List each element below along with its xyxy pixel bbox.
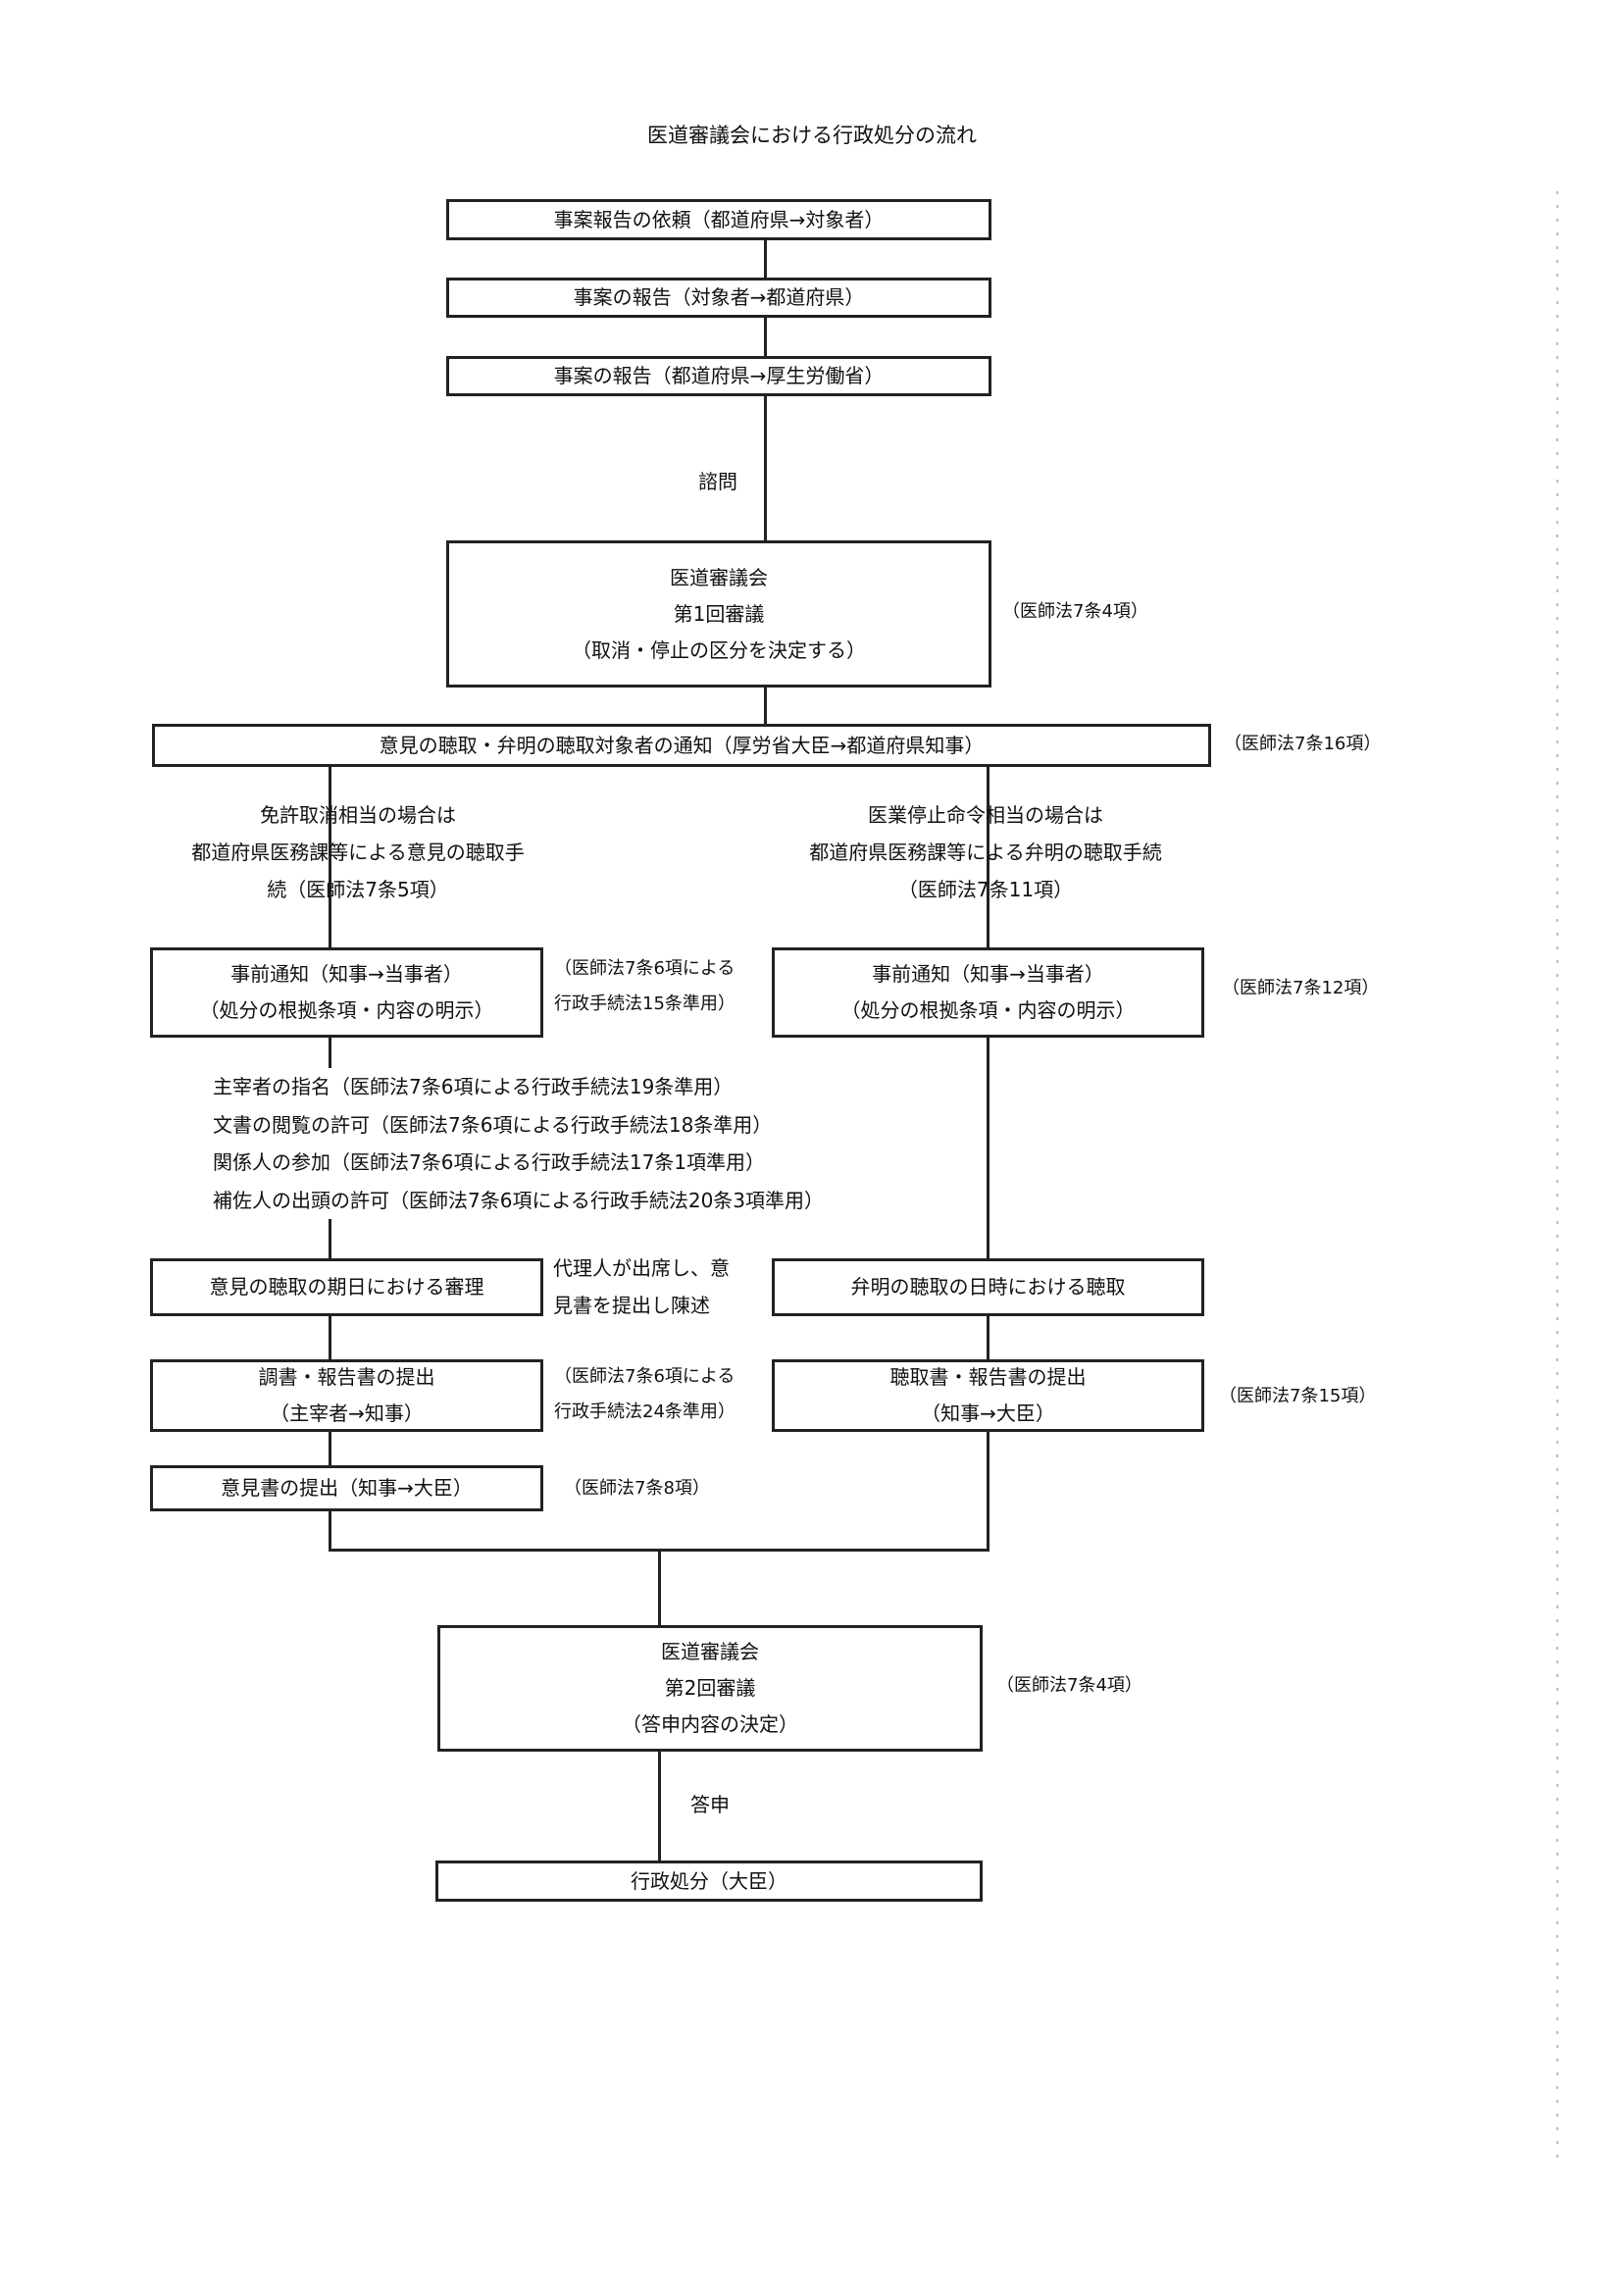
- step-report-request-label: 事案報告の依頼（都道府県→対象者）: [553, 207, 885, 231]
- right-record-submission: 聴取書・報告書の提出 （知事→大臣）: [772, 1359, 1204, 1432]
- council-second-note: （医師法7条4項）: [996, 1675, 1142, 1696]
- left-opinion-submission: 意見書の提出（知事→大臣）: [150, 1465, 543, 1511]
- council-second-review: 医道審議会 第2回審議 （答申内容の決定）: [437, 1625, 983, 1752]
- step-notification-label: 意見の聴取・弁明の聴取対象者の通知（厚労省大臣→都道府県知事）: [379, 733, 985, 757]
- connector-line: [987, 1036, 990, 1258]
- council-session: 第2回審議: [664, 1676, 756, 1700]
- left-record-line: （主宰者→知事）: [270, 1402, 424, 1425]
- step-report-to-ministry-label: 事案の報告（都道府県→厚生労働省）: [553, 364, 885, 387]
- right-branch-condition: 医業停止命令相当の場合は 都道府県医務課等による弁明の聴取手続 （医師法7条11…: [755, 796, 1216, 908]
- connector-line: [987, 765, 990, 949]
- left-record-line: 調書・報告書の提出: [258, 1365, 435, 1389]
- left-condition-line: 免許取消相当の場合は: [260, 803, 456, 827]
- step-report-to-ministry: 事案の報告（都道府県→厚生労働省）: [446, 356, 991, 396]
- right-record-line: 聴取書・報告書の提出: [889, 1365, 1087, 1389]
- procedure-item: 文書の閲覧の許可（医師法7条6項による行政手続法18条準用）: [213, 1112, 773, 1137]
- left-hearing: 意見の聴取の期日における審理: [150, 1258, 543, 1316]
- page-title: 医道審議会における行政処分の流れ: [647, 124, 977, 147]
- connector-line: [658, 1750, 661, 1861]
- right-record-note: （医師法7条15項）: [1219, 1386, 1377, 1406]
- right-prior-notice: 事前通知（知事→当事者） （処分の根拠条項・内容の明示）: [772, 947, 1204, 1038]
- note-line: 行政手続法24条準用）: [554, 1402, 736, 1422]
- council-name: 医道審議会: [661, 1640, 759, 1663]
- note-line: 代理人が出席し、意: [553, 1256, 730, 1280]
- council-name: 医道審議会: [670, 565, 768, 589]
- left-opinion-label: 意見書の提出（知事→大臣）: [221, 1476, 473, 1500]
- connector-line: [329, 1314, 331, 1359]
- left-opinion-note: （医師法7条8項）: [564, 1478, 710, 1499]
- step-notification: 意見の聴取・弁明の聴取対象者の通知（厚労省大臣→都道府県知事）: [152, 724, 1211, 767]
- left-prior-notice-note: （医師法7条6項による 行政手続法15条準用）: [554, 951, 736, 1022]
- council-purpose: （答申内容の決定）: [622, 1712, 798, 1736]
- connector-line: [329, 1430, 331, 1465]
- scan-edge-mark: [1556, 191, 1558, 2163]
- council-session: 第1回審議: [673, 601, 765, 626]
- right-prior-notice-note: （医師法7条12項）: [1222, 978, 1380, 998]
- right-prior-notice-line: （処分の根拠条項・内容の明示）: [840, 998, 1136, 1022]
- procedure-item: 関係人の参加（医師法7条6項による行政手続法17条1項準用）: [213, 1150, 766, 1174]
- left-record-submission: 調書・報告書の提出 （主宰者→知事）: [150, 1359, 543, 1432]
- left-condition-line: 続（医師法7条5項）: [267, 878, 449, 901]
- step-report-to-prefecture: 事案の報告（対象者→都道府県）: [446, 278, 991, 318]
- left-condition-line: 都道府県医務課等による意見の聴取手: [191, 841, 525, 864]
- left-prior-notice-line: 事前通知（知事→当事者）: [230, 962, 463, 986]
- left-hearing-note: 代理人が出席し、意 見書を提出し陳述: [553, 1249, 730, 1324]
- answer-label: 答申: [690, 1793, 730, 1816]
- connector-line: [987, 1314, 990, 1359]
- left-prior-notice: 事前通知（知事→当事者） （処分の根拠条項・内容の明示）: [150, 947, 543, 1038]
- left-hearing-label: 意見の聴取の期日における審理: [209, 1275, 484, 1299]
- left-prior-notice-line: （処分の根拠条項・内容の明示）: [199, 998, 494, 1022]
- right-condition-line: 都道府県医務課等による弁明の聴取手続: [809, 841, 1162, 864]
- connector-line: [658, 1549, 661, 1625]
- connector-line: [764, 686, 767, 725]
- right-hearing: 弁明の聴取の日時における聴取: [772, 1258, 1204, 1316]
- left-record-note: （医師法7条6項による 行政手続法24条準用）: [554, 1359, 736, 1430]
- note-line: （医師法7条6項による: [554, 958, 736, 979]
- note-line: （医師法7条6項による: [554, 1366, 736, 1387]
- council-first-review: 医道審議会 第1回審議 （取消・停止の区分を決定する）: [446, 540, 991, 688]
- step-report-request: 事案報告の依頼（都道府県→対象者）: [446, 199, 991, 240]
- connector-line: [987, 1430, 990, 1551]
- council-purpose: （取消・停止の区分を決定する）: [572, 637, 866, 662]
- step-report-to-prefecture-label: 事案の報告（対象者→都道府県）: [573, 285, 865, 309]
- final-disposition: 行政処分（大臣）: [435, 1861, 983, 1902]
- note-line: 見書を提出し陳述: [553, 1294, 710, 1317]
- note-line: 行政手続法15条準用）: [554, 994, 736, 1014]
- procedure-item: 主宰者の指名（医師法7条6項による行政手続法19条準用）: [213, 1075, 734, 1098]
- connector-line: [329, 1509, 331, 1551]
- right-record-line: （知事→大臣）: [921, 1402, 1055, 1425]
- hearing-procedures: 主宰者の指名（医師法7条6項による行政手続法19条準用） 文書の閲覧の許可（医師…: [209, 1068, 825, 1219]
- connector-line: [764, 316, 767, 358]
- right-condition-line: 医業停止命令相当の場合は: [868, 803, 1103, 827]
- consult-label: 諮問: [698, 470, 737, 493]
- left-branch-condition: 免許取消相当の場合は 都道府県医務課等による意見の聴取手 続（医師法7条5項）: [152, 796, 564, 908]
- connector-line: [764, 394, 767, 541]
- connector-line: [764, 238, 767, 278]
- council-first-note: （医師法7条4項）: [1002, 601, 1148, 622]
- final-disposition-label: 行政処分（大臣）: [631, 1868, 787, 1893]
- procedure-item: 補佐人の出頭の許可（医師法7条6項による行政手続法20条3項準用）: [213, 1188, 825, 1212]
- notification-note: （医師法7条16項）: [1224, 734, 1382, 754]
- connector-line: [329, 765, 331, 949]
- right-hearing-label: 弁明の聴取の日時における聴取: [850, 1275, 1126, 1299]
- right-condition-line: （医師法7条11項）: [897, 878, 1074, 901]
- right-prior-notice-line: 事前通知（知事→当事者）: [872, 962, 1104, 986]
